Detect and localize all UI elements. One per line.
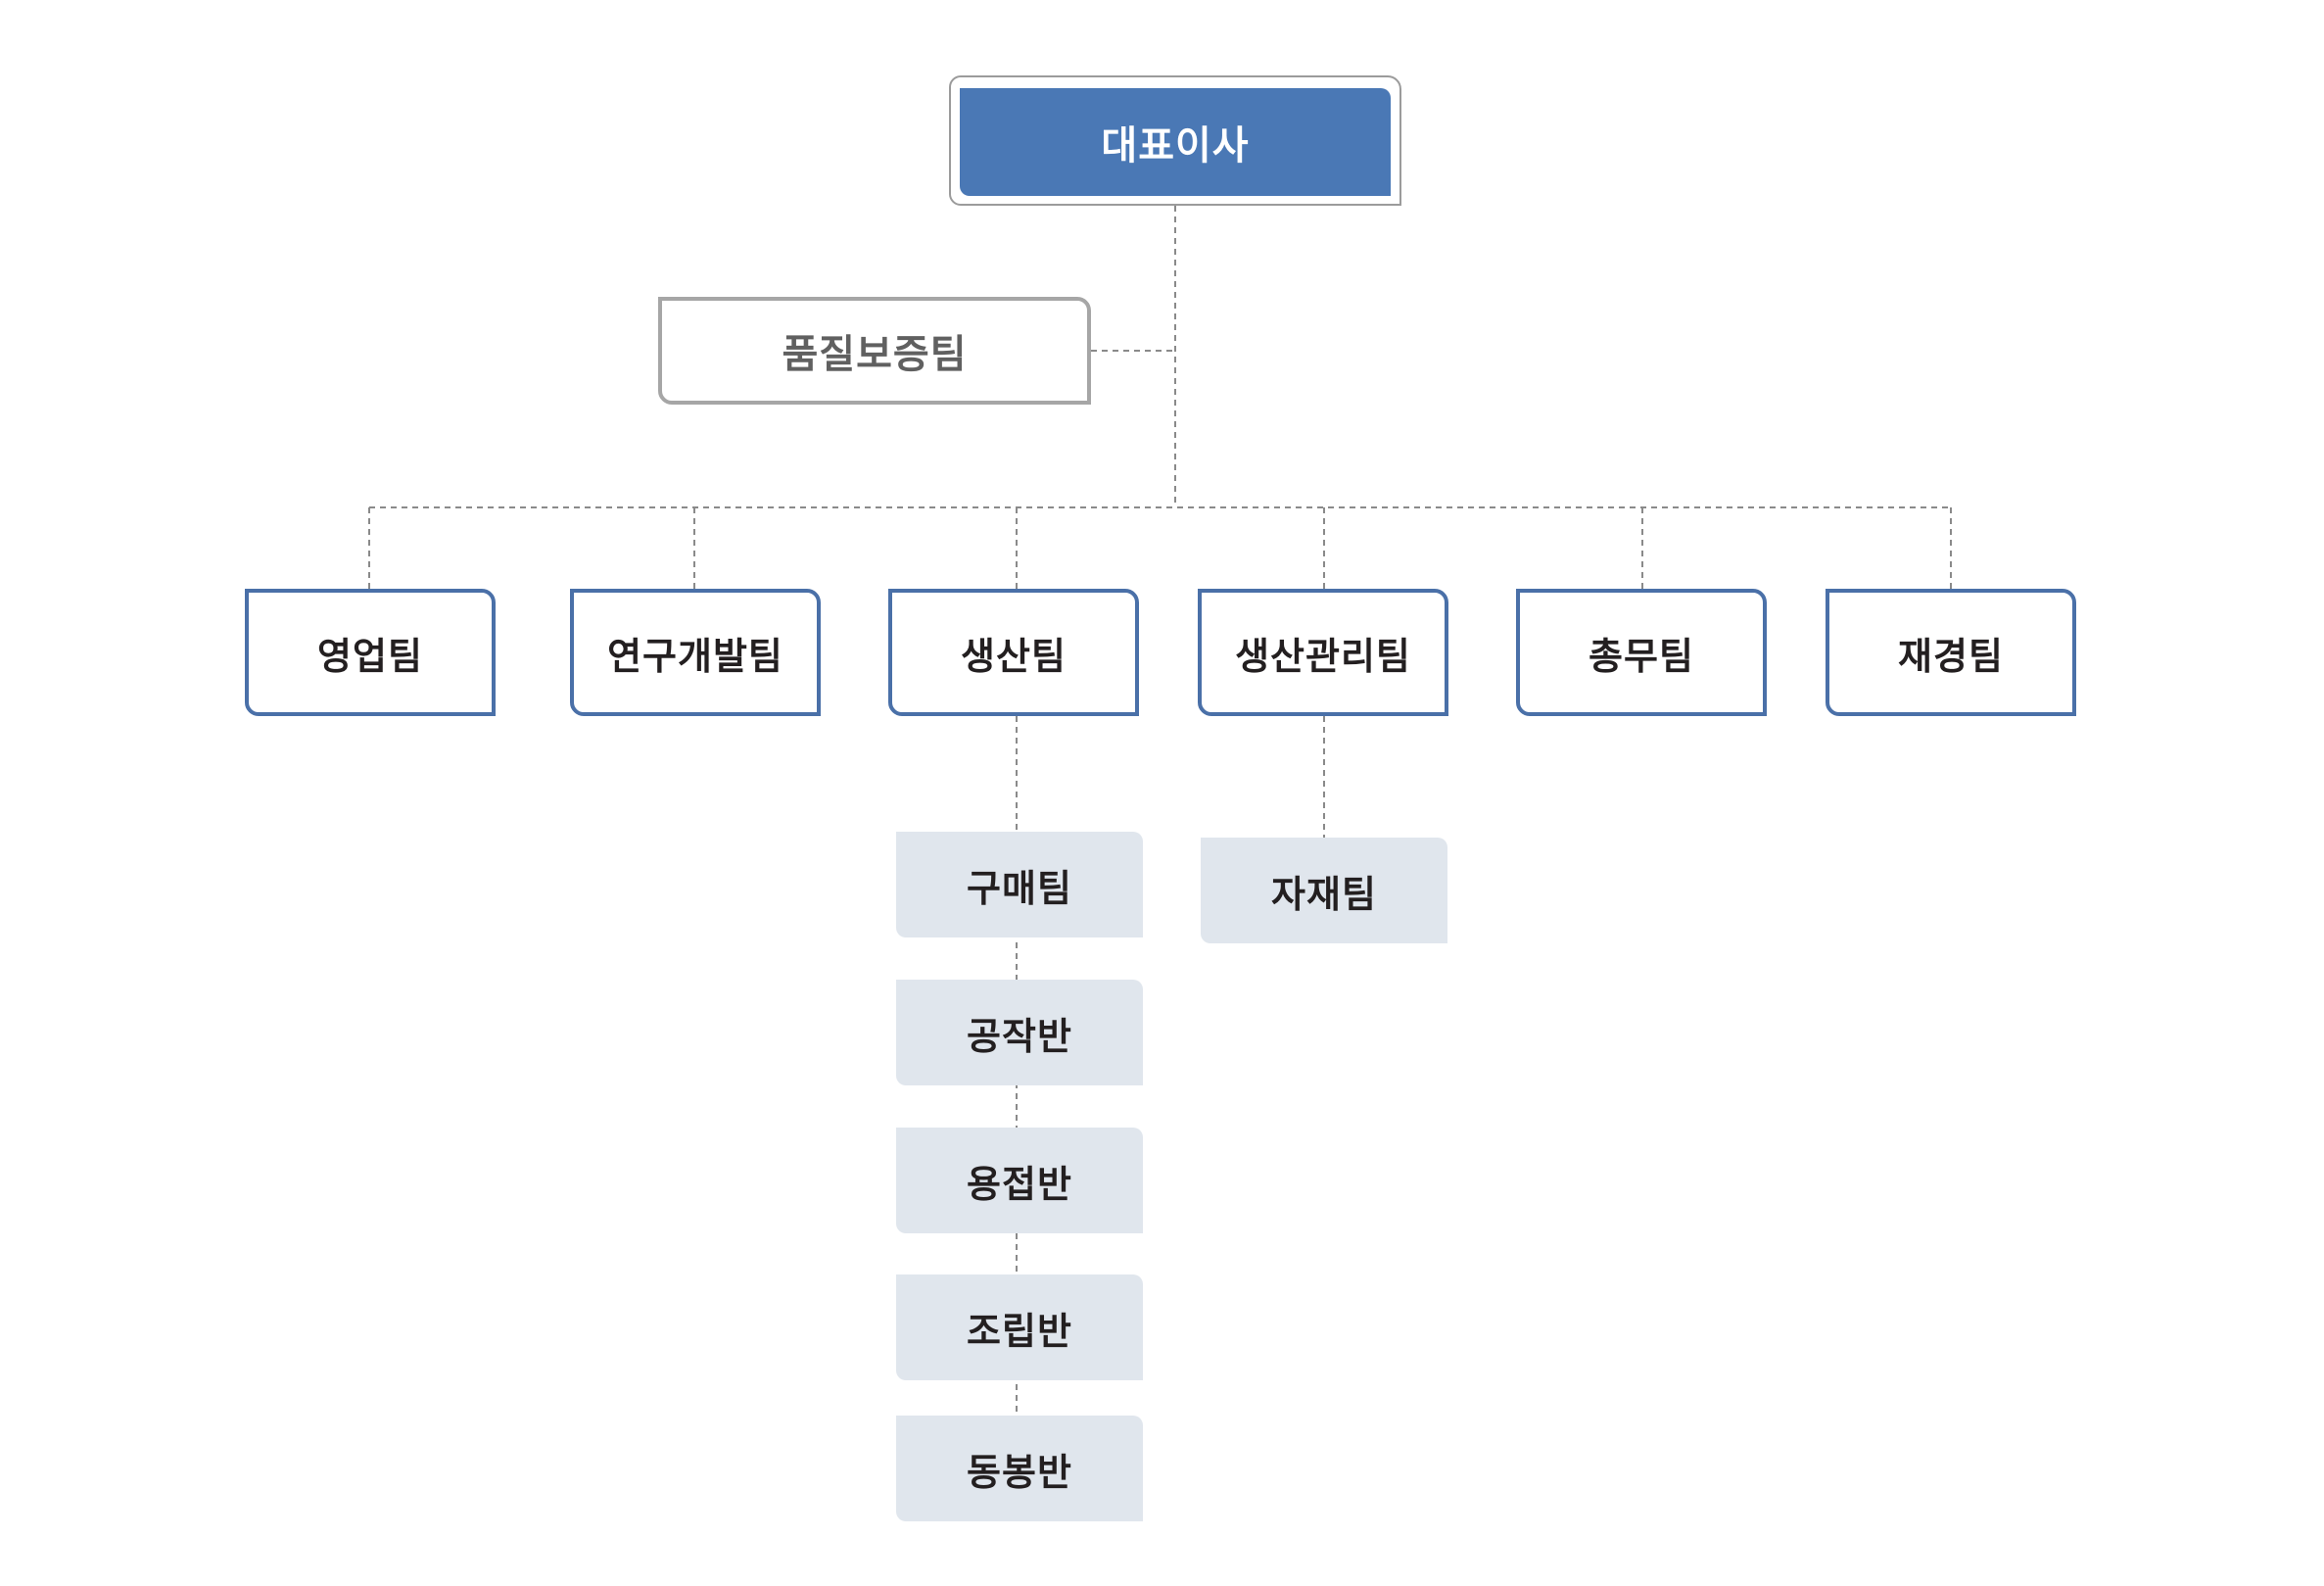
department-production: 생산팀 [888,589,1139,716]
unit-purchasing: 구매팀 [896,832,1143,937]
department-general-affairs: 총무팀 [1516,589,1767,716]
unit-materials: 자재팀 [1201,838,1447,943]
unit-packing: 동봉반 [896,1416,1143,1521]
department-rnd: 연구개발팀 [570,589,821,716]
unit-assembly: 조립반 [896,1274,1143,1380]
ceo-box: 대표이사 [960,88,1391,196]
department-finance: 재경팀 [1826,589,2076,716]
department-production-management: 생산관리팀 [1198,589,1448,716]
quality-assurance-box: 품질보증팀 [658,297,1091,405]
unit-welding: 용접반 [896,1128,1143,1233]
unit-machining: 공작반 [896,980,1143,1085]
department-sales: 영업팀 [245,589,496,716]
